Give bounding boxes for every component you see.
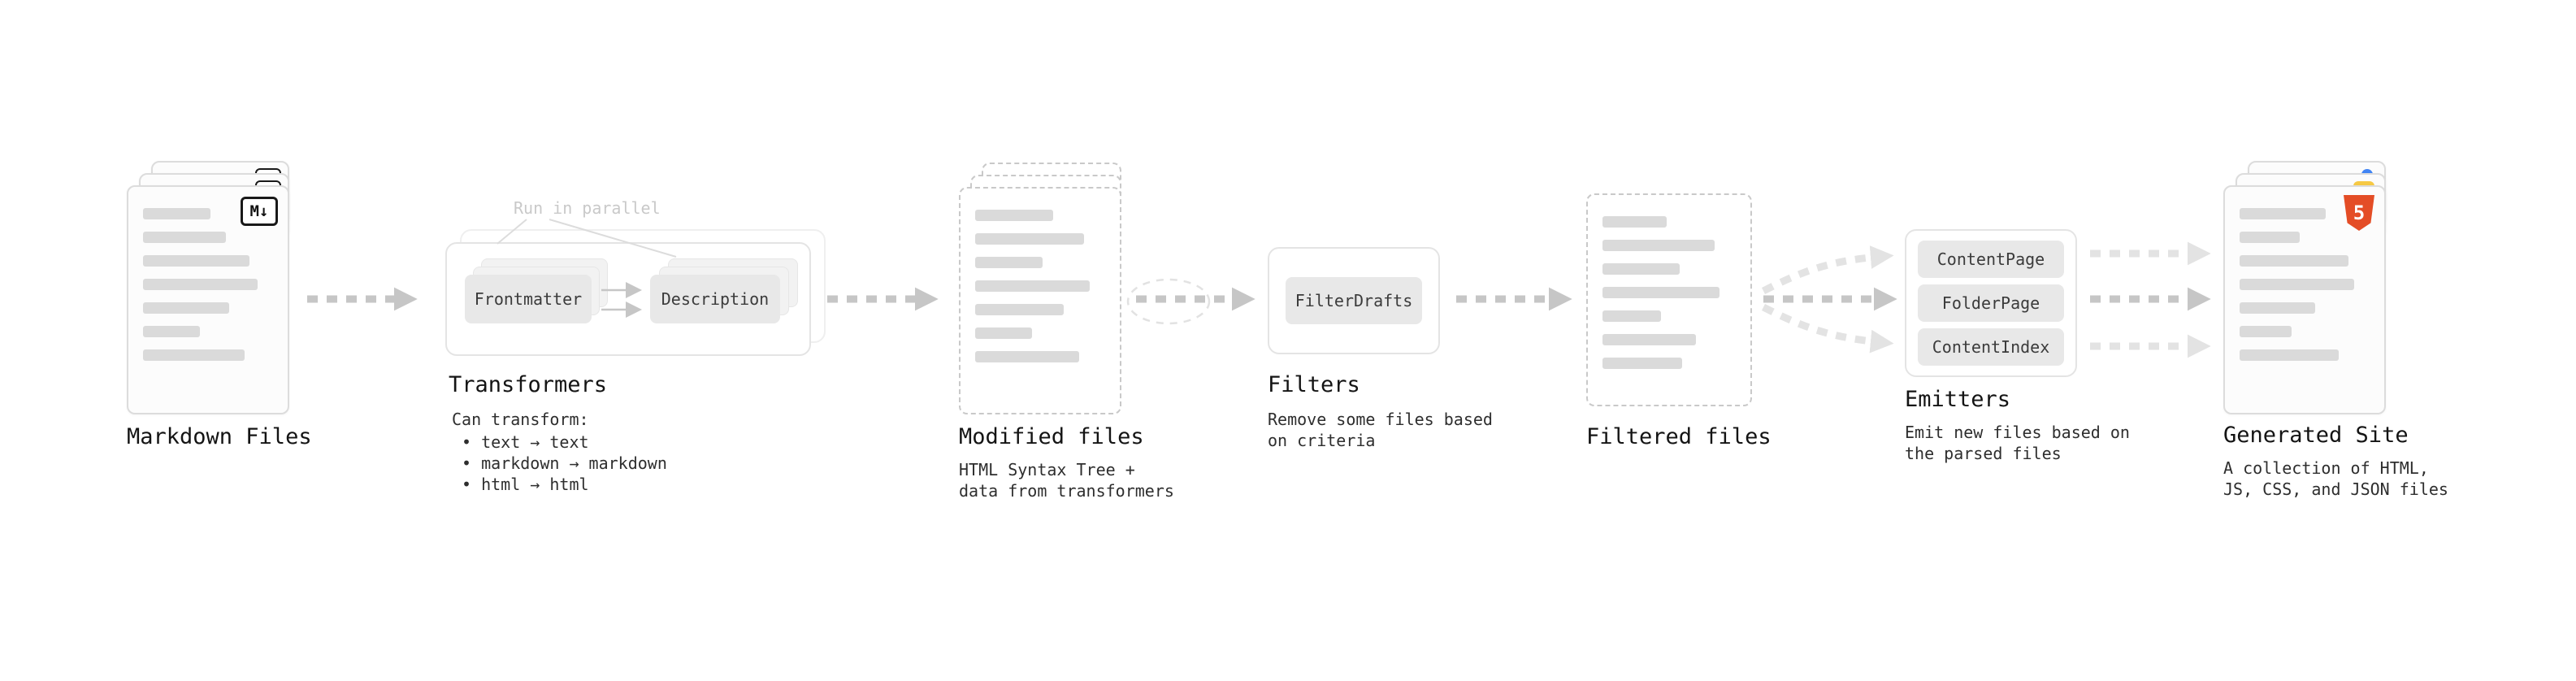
modified-files-caption-line: HTML Syntax Tree +	[959, 460, 1135, 479]
content-line	[1602, 334, 1696, 345]
transformers-bullet: • html → html	[462, 475, 589, 494]
content-line	[2240, 279, 2354, 290]
stage-label-generated-site: Generated Site	[2223, 423, 2409, 448]
transformers-bullet: • text → text	[462, 432, 589, 452]
content-line	[975, 257, 1043, 268]
content-line	[975, 351, 1079, 362]
transformers-caption-title: Can transform:	[452, 410, 589, 429]
content-line	[975, 304, 1064, 315]
content-line	[975, 327, 1033, 339]
content-line	[975, 280, 1090, 292]
content-line	[1602, 287, 1720, 298]
filter-node-filterdrafts: FilterDrafts	[1286, 277, 1422, 324]
file-content-placeholder	[143, 208, 273, 361]
content-line	[2240, 349, 2339, 361]
modified-file-card-front	[959, 187, 1121, 414]
content-line	[143, 208, 211, 219]
content-line	[2240, 232, 2300, 243]
stage-label-emitters: Emitters	[1905, 387, 2011, 412]
stage-label-modified-files: Modified files	[959, 424, 1144, 449]
loop-ellipse	[1126, 278, 1211, 325]
content-line	[143, 255, 250, 267]
markdown-icon: M↓	[241, 197, 278, 226]
content-line	[1602, 358, 1683, 369]
file-content-placeholder	[975, 210, 1105, 362]
transformer-node-frontmatter: Frontmatter	[465, 275, 592, 323]
content-line	[143, 349, 245, 361]
content-line	[975, 233, 1085, 245]
emitter-node-contentpage: ContentPage	[1918, 241, 2064, 278]
filtered-file-card	[1586, 193, 1752, 406]
content-line	[1602, 263, 1680, 275]
filters-caption-line: on criteria	[1268, 431, 1376, 450]
stage-label-filters: Filters	[1268, 372, 1360, 397]
content-line	[143, 279, 258, 290]
stage-label-filtered-files: Filtered files	[1586, 424, 1772, 449]
transformer-node-description: Description	[650, 275, 780, 323]
filters-caption-line: Remove some files based	[1268, 410, 1493, 429]
content-line	[2240, 255, 2349, 267]
site-file-card-front: 5	[2223, 185, 2386, 414]
modified-files-caption-line: data from transformers	[959, 481, 1174, 501]
arrow-filtered-to-emitters-bottom	[1761, 303, 1894, 354]
transformers-bullet: • markdown → markdown	[462, 453, 667, 473]
file-content-placeholder	[2240, 208, 2370, 361]
content-line	[2240, 208, 2326, 219]
file-content-placeholder	[1602, 216, 1736, 369]
emitter-node-folderpage: FolderPage	[1918, 284, 2064, 322]
emitter-node-contentindex: ContentIndex	[1918, 328, 2064, 366]
content-line	[2240, 326, 2292, 337]
content-line	[1602, 310, 1662, 322]
content-line	[1602, 216, 1667, 228]
content-line	[1602, 240, 1715, 251]
markdown-file-card-front: M↓	[127, 185, 289, 414]
arrow-filtered-to-emitters-top	[1761, 245, 1894, 295]
content-line	[975, 210, 1053, 221]
stage-label-markdown-files: Markdown Files	[127, 424, 312, 449]
content-line	[2240, 302, 2315, 314]
emitters-caption-line: Emit new files based on	[1905, 423, 2130, 442]
emitters-caption-line: the parsed files	[1905, 444, 2062, 463]
generated-site-caption-line: A collection of HTML,	[2223, 458, 2429, 478]
content-line	[143, 326, 201, 337]
run-in-parallel-annotation: Run in parallel	[514, 198, 661, 218]
content-line	[143, 302, 229, 314]
stage-label-transformers: Transformers	[449, 372, 608, 397]
generated-site-caption-line: JS, CSS, and JSON files	[2223, 479, 2448, 499]
content-line	[143, 232, 227, 243]
